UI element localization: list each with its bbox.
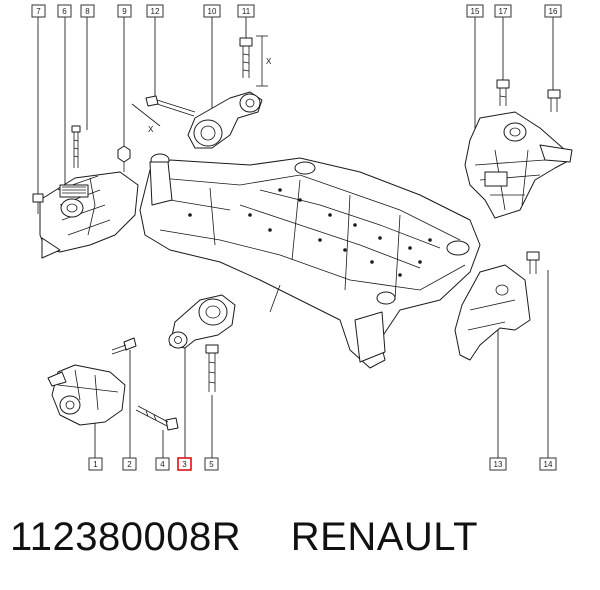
exploded-parts-diagram: X X [31,4,573,471]
callout-3-label: 3 [182,460,187,469]
bracket-left-lower [47,364,126,426]
callout-2-label: 2 [127,460,132,469]
callout-12: 12 [146,4,164,18]
callout-11-label: 11 [242,7,251,16]
bolt-4 [135,405,179,431]
callout-3: 3 [177,457,192,471]
callout-17: 17 [494,4,512,18]
brand-name: RENAULT [290,515,478,559]
dimension-x-left-label: X [148,125,154,134]
callout-14: 14 [539,457,557,471]
bolt-14 [526,251,540,274]
callout-8-label: 8 [85,7,90,16]
bolt-11 [239,37,253,78]
callout-13-label: 13 [494,460,503,469]
callout-2: 2 [122,457,137,471]
callout-12-label: 12 [151,7,160,16]
callout-17-label: 17 [499,7,508,16]
callout-16: 16 [544,4,562,18]
torque-rod-lower [168,294,236,349]
callout-15: 15 [466,4,484,18]
callout-4: 4 [155,457,170,471]
nut-9 [117,145,131,172]
part-caption: 112380008R RENAULT [10,515,595,575]
bolt-17 [496,79,510,106]
bolt-7 [32,193,44,214]
callout-9-label: 9 [122,7,127,16]
bracket-right-lower [454,264,531,361]
callout-15-label: 15 [471,7,480,16]
bolt-8 [71,125,81,168]
callout-16-label: 16 [549,7,558,16]
callout-11: 11 [237,4,255,18]
callout-1: 1 [88,457,103,471]
leader-lines [37,17,554,460]
callout-7: 7 [31,4,46,18]
callout-6: 6 [57,4,72,18]
bolt-12 [145,95,196,117]
callout-5: 5 [204,457,219,471]
dimension-x-upper: X [256,35,272,87]
callout-8: 8 [80,4,95,18]
part-number: 112380008R [10,515,242,559]
callout-5-label: 5 [209,460,214,469]
callout-9: 9 [117,4,132,18]
front-subframe [139,153,481,369]
bolt-16 [547,89,561,112]
bolt-5 [205,344,219,392]
callout-10: 10 [203,4,221,18]
callout-1-label: 1 [93,460,98,469]
callout-6-label: 6 [62,7,67,16]
dimension-x-upper-label: X [266,57,272,66]
torque-rod-upper [187,91,263,149]
callout-7-label: 7 [36,7,41,16]
callout-4-label: 4 [160,460,165,469]
gearbox-mount-left [39,171,139,259]
dimension-x-left: X [131,103,161,134]
callout-14-label: 14 [544,460,553,469]
engine-mount-right [464,111,573,219]
callout-10-label: 10 [208,7,217,16]
callout-13: 13 [489,457,507,471]
bolt-2 [111,337,137,355]
